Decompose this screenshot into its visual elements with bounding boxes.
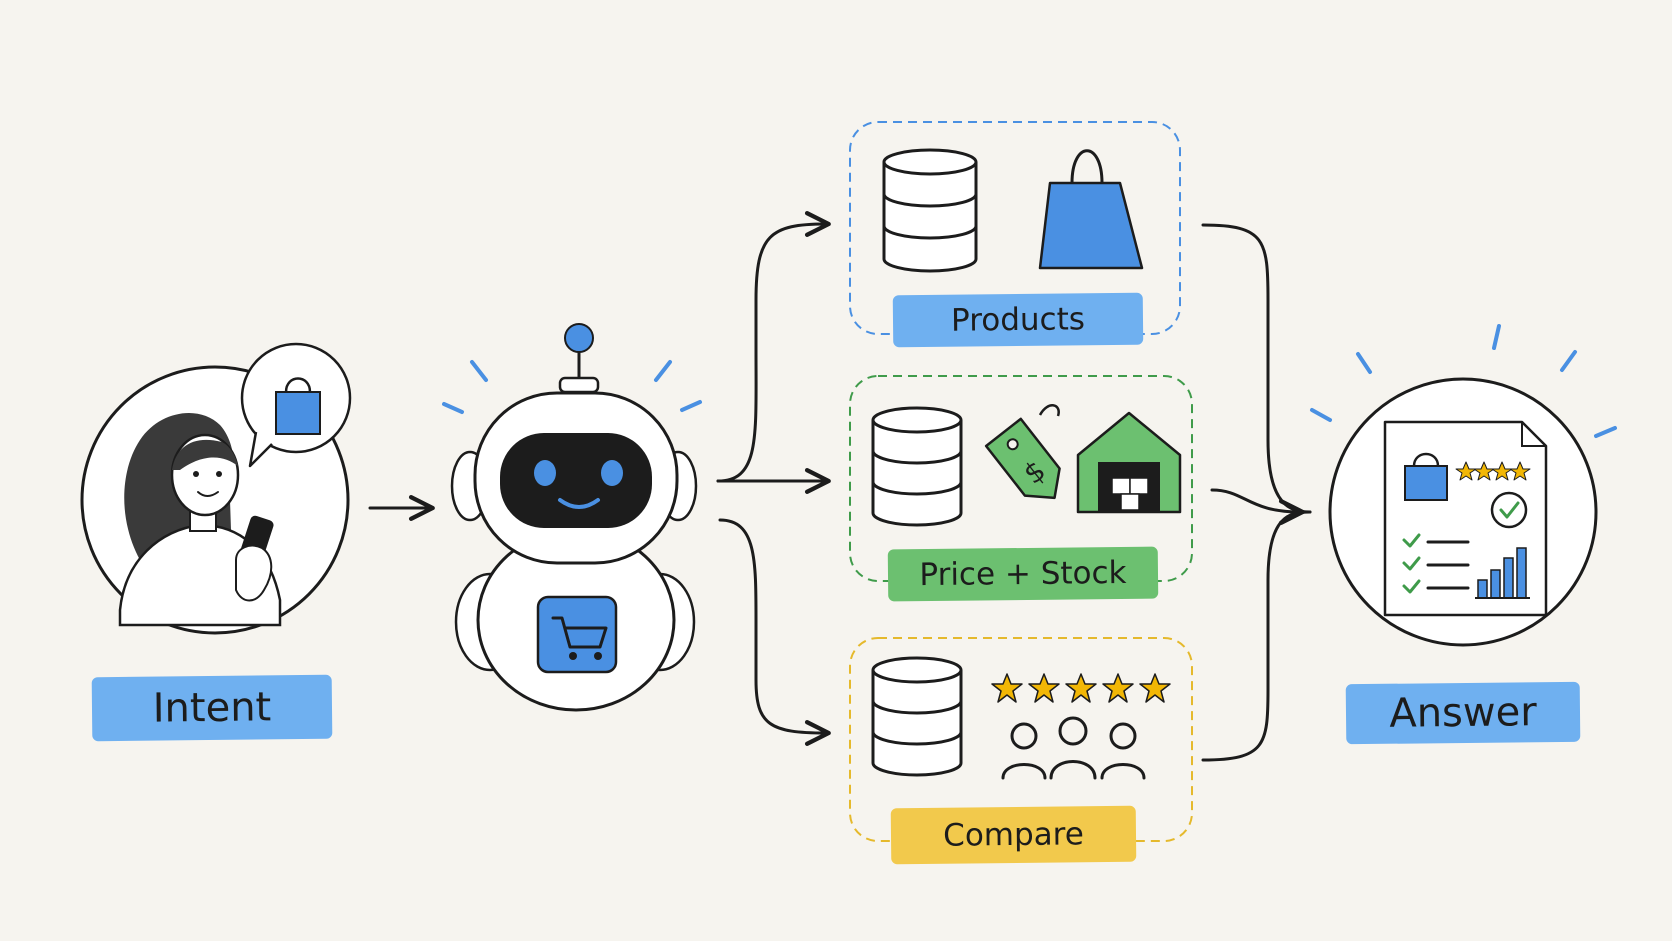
answer-node [1310, 324, 1617, 647]
user-node [80, 342, 352, 635]
products-tool [849, 121, 1181, 335]
price-stock-label: Price + Stock [887, 546, 1159, 602]
intent-label: Intent [91, 674, 333, 742]
compare-tool [849, 637, 1193, 842]
compare-label: Compare [890, 805, 1137, 865]
products-label: Products [892, 292, 1144, 348]
robot-with-cart-icon [442, 323, 702, 712]
database-icon [882, 148, 978, 273]
shopping-bag-speech-bubble-icon [240, 342, 352, 468]
shopping-bag-icon [1038, 149, 1144, 270]
answer-label: Answer [1345, 681, 1581, 745]
agent-to-tools-arrows [716, 211, 831, 746]
price-stock-tool: $ [849, 375, 1193, 582]
five-stars-icon [991, 673, 1171, 703]
report-document-icon [1383, 420, 1548, 617]
warehouse-icon [1076, 411, 1182, 514]
database-icon [871, 406, 963, 527]
tools-to-answer-arrows [1201, 223, 1312, 762]
price-tag-dollar-icon: $ [984, 417, 1061, 500]
database-icon [871, 656, 963, 777]
people-group-icon [1001, 716, 1146, 780]
